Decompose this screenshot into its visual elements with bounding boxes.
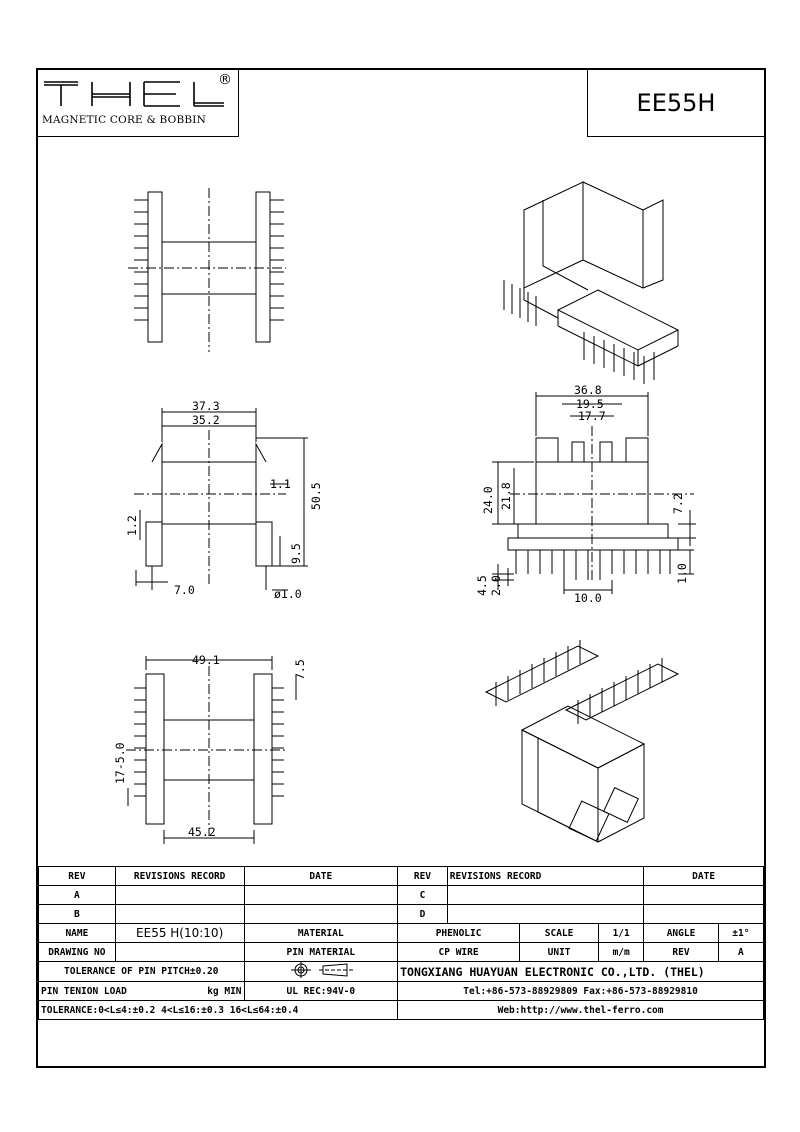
unit-label: UNIT [519,942,600,962]
revisions-record-header-2: REVISIONS RECORD [446,866,645,886]
rev-label: REV [643,942,719,962]
unit-value: m/m [598,942,645,962]
website: Web:http://www.thel-ferro.com [397,1000,764,1020]
general-tolerance: TOLERANCE:0<L≤4:±0.2 4<L≤16:±0.3 16<L≤64… [37,1000,399,1020]
dim-1-2: 1.2 [125,515,139,536]
pin-material-label: PIN MATERIAL [243,942,399,962]
title-block: REV REVISIONS RECORD DATE REV REVISIONS … [37,866,765,1020]
dim-9-5: 9.5 [289,543,303,564]
rev-a-date [243,885,399,905]
dim-7-2: 7.2 [671,493,685,514]
rev-d-date [643,904,764,924]
top-view-bottom-left [126,656,297,844]
technical-drawing: 37.3 35.2 1.1 50.5 1.2 9.5 7.0 ø1.0 36.8… [113,181,696,844]
dim-1-0: 1.0 [675,563,689,584]
dim-50-5: 50.5 [309,482,323,510]
isometric-view-top [503,181,680,384]
dim-1-1: 1.1 [270,477,291,491]
dim-45-2: 45.2 [188,825,216,839]
pin-material-value: CP WIRE [397,942,521,962]
material-value: PHENOLIC [397,923,521,943]
drawing-no-label: DRAWING NO [38,942,116,962]
angle-value: ±1° [717,923,765,943]
revisions-record-header: REVISIONS RECORD [114,866,245,886]
dim-4-5: 4.5 [475,575,489,596]
projection-symbol [243,961,399,982]
drawing-frame: ® MAGNETIC CORE & BOBBIN EE55H [36,68,766,1068]
dim-7-0: 7.0 [174,583,195,597]
rev-c-record [446,885,645,905]
rev-a-record [114,885,245,905]
dim-7-5: 7.5 [293,659,307,680]
name-label: NAME [38,923,116,943]
telephone-fax: Tel:+86-573-88929809 Fax:+86-573-8892981… [397,981,764,1001]
kg-min-label: kg MIN [207,985,242,997]
dim-17-7: 17.7 [578,409,606,423]
dim-2-0: 2.0 [489,575,503,596]
rev-c-date [643,885,764,905]
company-name: TONGXIANG HUAYUAN ELECTRONIC CO.,LTD. (T… [397,961,764,982]
pin-tension-load: PIN TENION LOAD kg MIN [38,981,245,1001]
rev-b-date [243,904,399,924]
dim-phi-1-0: ø1.0 [274,587,302,601]
dim-24-0: 24.0 [481,486,495,514]
logo-box: ® MAGNETIC CORE & BOBBIN [38,70,239,137]
dim-19-5: 19.5 [576,397,604,411]
scale-label: SCALE [519,923,600,943]
pin-load-label: PIN TENION LOAD [41,985,127,997]
dim-35-2: 35.2 [192,413,220,427]
scale-value: 1/1 [598,923,645,943]
date-header-2: DATE [643,866,764,886]
first-angle-projection-icon [290,962,353,978]
rev-b-record [114,904,245,924]
dim-17-5-0: 17-5.0 [113,742,127,784]
isometric-view-bottom [484,640,680,843]
rev-c: C [397,885,448,905]
rev-a: A [38,885,116,905]
dim-37-3: 37.3 [192,399,220,413]
logo-subtitle: MAGNETIC CORE & BOBBIN [42,114,207,126]
rev-d-record [446,904,645,924]
angle-label: ANGLE [643,923,719,943]
front-view-right [492,392,696,594]
tolerance-pin-pitch: TOLERANCE OF PIN PITCH±0.20 [38,961,245,982]
rev-value: A [717,942,765,962]
registered-mark: ® [218,72,232,88]
dim-21-8: 21.8 [499,482,513,510]
ul-rating: UL REC:94V-0 [243,981,399,1001]
dim-10-0: 10.0 [574,591,602,605]
front-view-left [134,408,308,591]
dim-36-8: 36.8 [574,383,602,397]
name-value: EE55 H(10:10) [114,923,245,943]
rev-d: D [397,904,448,924]
rev-b: B [38,904,116,924]
rev-header: REV [38,866,116,886]
date-header: DATE [243,866,399,886]
dim-49-1: 49.1 [192,653,220,667]
model-number: EE55H [587,70,764,137]
side-view-top [128,188,286,352]
drawing-no-value [114,942,245,962]
rev-header-2: REV [397,866,448,886]
material-label: MATERIAL [243,923,399,943]
thel-logo-mark [44,81,224,107]
